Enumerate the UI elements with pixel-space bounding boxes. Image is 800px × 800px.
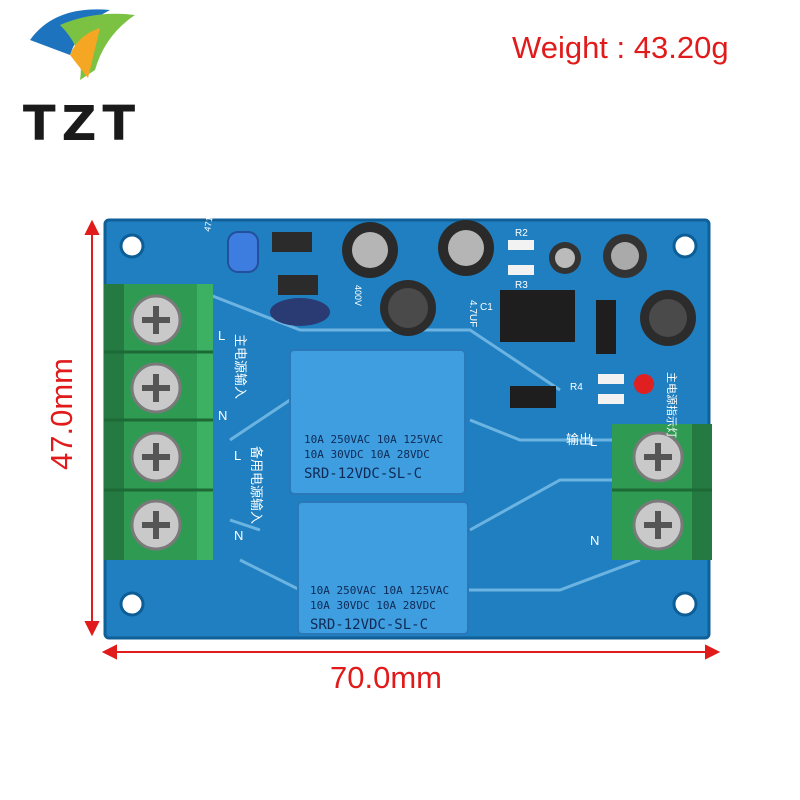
height-dimension: 47.0mm	[44, 358, 79, 470]
relay-2-model: SRD-12VDC-SL-C	[310, 617, 428, 633]
relay-2-rating-2: 10A 30VDC 10A 28VDC	[310, 599, 436, 612]
relay-2-rating-1: 10A 250VAC 10A 125VAC	[310, 584, 449, 597]
label-r2: R2	[515, 228, 528, 239]
label-r3: R3	[515, 280, 528, 291]
label-cap-voltage: 400V	[353, 285, 363, 306]
left-terminal-block	[104, 284, 213, 560]
relay-1-rating-1: 10A 250VAC 10A 125VAC	[304, 433, 443, 446]
label-main-input: 主电源输入	[233, 334, 248, 399]
label-L-backup: L	[234, 448, 241, 463]
label-c1: C1	[480, 302, 493, 313]
dimension-lines	[84, 219, 721, 660]
indicator-led-icon	[634, 374, 654, 394]
label-L-main: L	[218, 328, 225, 343]
relay-2: 10A 250VAC 10A 125VAC 10A 30VDC 10A 28VD…	[297, 501, 469, 635]
brand-name: TZT	[22, 96, 142, 152]
label-cap-value: 4.7UF	[467, 300, 478, 327]
label-N-main: N	[218, 408, 227, 423]
label-L-out: L	[590, 434, 597, 449]
width-dimension: 70.0mm	[330, 660, 442, 695]
label-backup-input: 备用电源输入	[249, 446, 264, 524]
relay-1-model: SRD-12VDC-SL-C	[304, 466, 422, 482]
label-N-backup: N	[234, 528, 243, 543]
label-indicator: 主电源指示灯	[665, 372, 679, 438]
label-N-out: N	[590, 533, 599, 548]
capacitors	[342, 220, 696, 346]
relay-1-rating-2: 10A 30VDC 10A 28VDC	[304, 448, 430, 461]
logo-mark-icon	[30, 9, 135, 80]
label-r4: R4	[570, 382, 583, 393]
right-terminal-block	[612, 424, 712, 560]
label-res-value: 471K	[202, 210, 216, 232]
mounting-holes	[119, 233, 698, 617]
weight-label: Weight : 43.20g	[512, 30, 729, 65]
relay-1: 10A 250VAC 10A 125VAC 10A 30VDC 10A 28VD…	[289, 349, 466, 495]
brand-logo	[0, 0, 160, 150]
label-output: 输出	[566, 432, 592, 447]
